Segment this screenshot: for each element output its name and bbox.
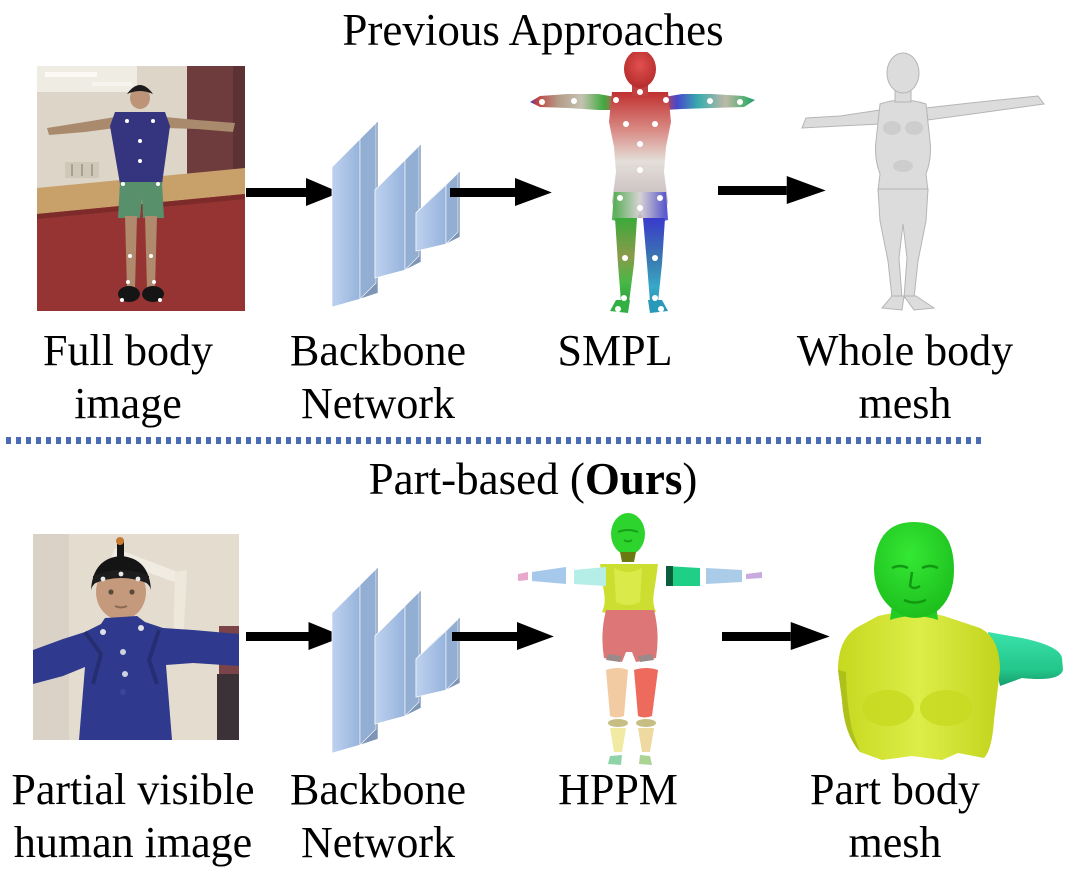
label-smpl: SMPL [557, 326, 673, 375]
full-body-photo [37, 66, 245, 311]
label-part-body-mesh: Part body mesh [810, 765, 980, 867]
flow-arrow-icon [722, 622, 830, 650]
part-body-mesh-figure [838, 522, 1063, 760]
flow-arrow-icon [246, 178, 340, 206]
label-partial-visible-human-image: Partial visible human image [11, 765, 255, 867]
label-whole-body-mesh: Whole body mesh [796, 326, 1014, 428]
section-title-previous: Previous Approaches [342, 5, 724, 55]
flow-arrow-icon [450, 178, 552, 206]
label-backbone-network-2: Backbone Network [290, 765, 466, 867]
dotted-divider [6, 437, 986, 444]
backbone-network-icon [331, 120, 461, 308]
label-backbone-network-1: Backbone Network [290, 326, 466, 428]
hppm-parts-figure [518, 513, 762, 765]
label-full-body-image: Full body image [43, 326, 213, 428]
flow-arrow-icon [452, 622, 554, 650]
smpl-model-figure [530, 52, 755, 313]
flow-arrow-icon [246, 622, 344, 650]
section-title-ours: Part-based (Ours) [368, 454, 698, 504]
partial-visible-photo [33, 534, 239, 740]
flow-arrow-icon [718, 176, 826, 204]
whole-body-mesh-figure [801, 52, 1045, 311]
label-hppm: HPPM [558, 765, 678, 814]
